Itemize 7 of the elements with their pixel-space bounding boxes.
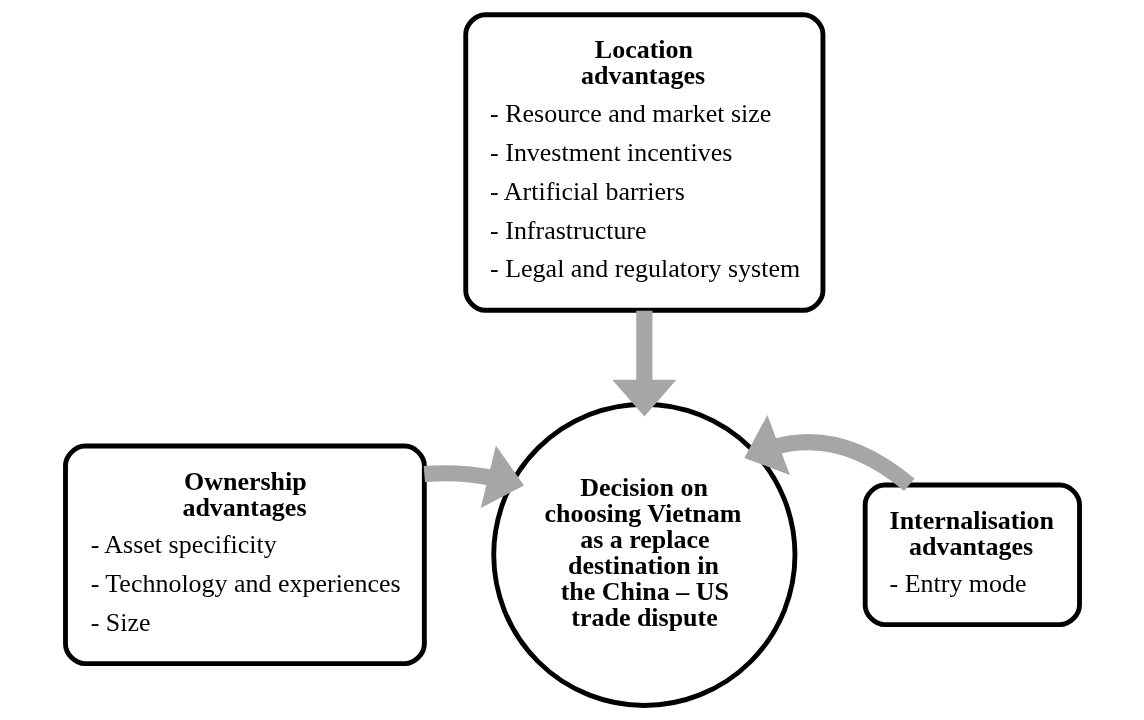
node-box: Location advantages - Resource and market size - Investment incentives - Artificial barriers - Infrastructure - Legal and regulatory system [462,12,825,313]
arrow [611,310,676,417]
arrow [743,415,914,492]
node-box: Ownership advantages - Asset specificity - Technology and experiences - Size [62,443,427,667]
node-box: Internalisation advantages - Entry mode [862,482,1082,628]
arrow [423,445,524,508]
node-circle: Decision on choosing Vietnam as a replace destination in the China – US trade dispute [490,401,797,708]
